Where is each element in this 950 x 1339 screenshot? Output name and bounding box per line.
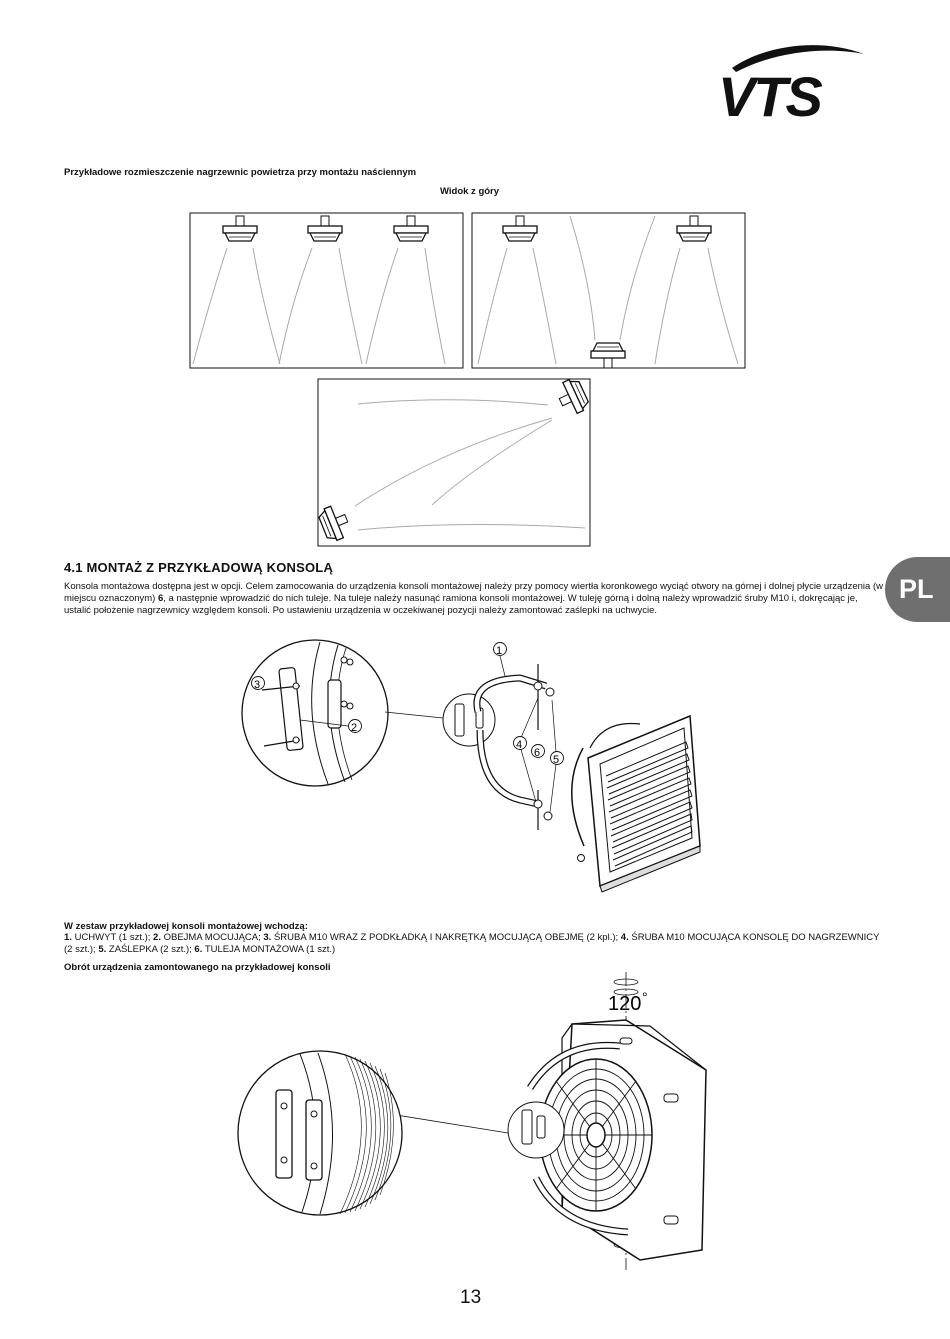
part-5-text: ZAŚLEPKA (2 szt.); (106, 944, 195, 955)
rotation-diagram: 120 ° (237, 972, 707, 1270)
language-tab: PL (885, 557, 950, 622)
part-4-num: 4. (620, 932, 629, 943)
section-paragraph: Konsola montażowa dostępna jest w opcji.… (64, 581, 884, 617)
page-number: 13 (460, 1287, 482, 1308)
label-3: 3 (254, 679, 260, 691)
logo-text: VTS (718, 65, 823, 126)
part-1-text: UCHWYT (1 szt.); (71, 932, 154, 943)
part-4-text: ŚRUBA M10 MOCUJĄCA KONSOLĘ DO NAGRZEWNIC… (64, 932, 880, 955)
part-5-num: 5. (98, 944, 107, 955)
rotation-angle: 120 (608, 993, 641, 1015)
part-6-text: TULEJA MONTAŻOWA (1 szt.) (202, 944, 336, 955)
label-2: 2 (351, 722, 357, 734)
label-5: 5 (553, 754, 559, 766)
console-assembly-diagram: 3 2 1 4 6 5 (241, 639, 701, 893)
figure1-caption: Przykładowe rozmieszczenie nagrzewnic po… (64, 167, 417, 178)
part-3-text: ŚRUBA M10 WRAZ Z PODKŁADKĄ I NAKRĘTKĄ MO… (271, 932, 621, 943)
parts-heading: W zestaw przykładowej konsoli montażowej… (64, 921, 308, 932)
part-2-num: 2. (153, 932, 161, 943)
part-6-num: 6. (194, 944, 203, 955)
heater-layout-diagram (189, 212, 746, 547)
part-3-num: 3. (263, 932, 272, 943)
part-1-num: 1. (64, 932, 72, 943)
para-text-2: , a następnie wprowadzić do nich tuleje.… (64, 593, 858, 616)
label-4: 4 (516, 739, 522, 751)
label-1: 1 (496, 645, 502, 657)
rotation-caption: Obrót urządzenia zamontowanego na przykł… (64, 962, 331, 973)
para-ref-6: 6 (157, 593, 164, 604)
vts-logo: VTS (712, 36, 872, 128)
section-heading: 4.1 MONTAŻ Z PRZYKŁADOWĄ KONSOLĄ (64, 560, 334, 575)
view-label: Widok z góry (440, 186, 500, 197)
rotation-degree: ° (642, 989, 648, 1005)
part-2-text: OBEJMA MOCUJĄCA; (160, 932, 264, 943)
label-6: 6 (534, 747, 540, 759)
parts-list: 1. UCHWYT (1 szt.); 2. OBEJMA MOCUJĄCA; … (64, 932, 884, 956)
language-tab-label: PL (899, 574, 934, 604)
para-text-1: Konsola montażowa dostępna jest w opcji.… (64, 581, 883, 604)
